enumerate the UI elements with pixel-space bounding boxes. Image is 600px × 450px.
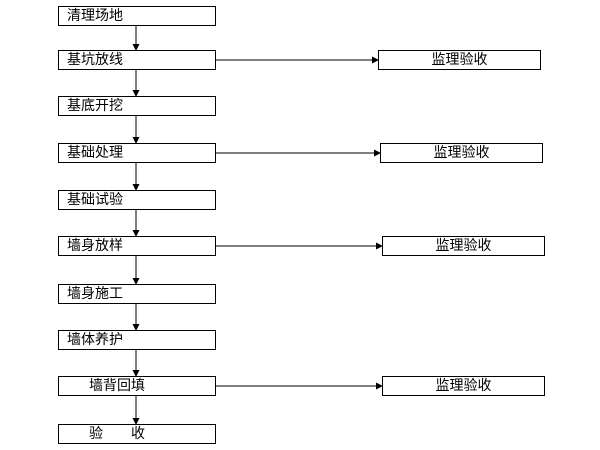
- step-wall-setout: 墙身放样: [58, 236, 216, 256]
- supervisor-check-4: 监理验收: [382, 376, 545, 396]
- step-base-excavation: 基底开挖: [58, 96, 216, 116]
- step-foundation-test: 基础试验: [58, 190, 216, 210]
- step-clear-site: 清理场地: [58, 6, 216, 26]
- step-acceptance: 验 收: [58, 424, 216, 444]
- step-wall-construction: 墙身施工: [58, 284, 216, 304]
- step-wall-curing: 墙体养护: [58, 330, 216, 350]
- step-foundation-treatment: 基础处理: [58, 143, 216, 163]
- supervisor-check-1: 监理验收: [378, 50, 541, 70]
- supervisor-check-2: 监理验收: [380, 143, 543, 163]
- supervisor-check-3: 监理验收: [382, 236, 545, 256]
- step-wall-backfill: 墙背回填: [58, 376, 216, 396]
- step-trench-setout: 基坑放线: [58, 50, 216, 70]
